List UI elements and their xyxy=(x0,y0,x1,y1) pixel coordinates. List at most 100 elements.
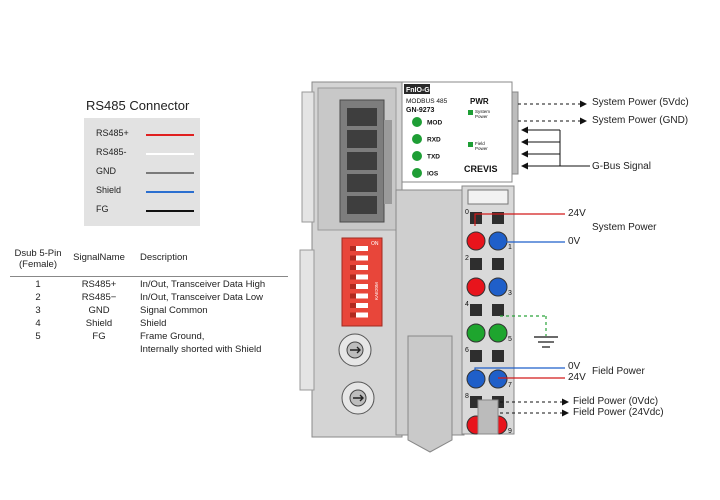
dip-slot[interactable] xyxy=(350,246,368,251)
field-power-led xyxy=(468,142,473,147)
signal-name: RS485+ xyxy=(81,279,117,290)
wire-row-rs485-: RS485+ xyxy=(96,128,196,146)
dip-slot[interactable] xyxy=(350,303,368,308)
dip-slot[interactable] xyxy=(350,312,368,318)
led-rxd-icon xyxy=(412,134,422,144)
ground-connection xyxy=(500,315,547,336)
terminal-wire-hole[interactable] xyxy=(466,231,486,251)
rotary-switch-2[interactable] xyxy=(341,381,375,415)
dip-slot[interactable] xyxy=(350,265,368,270)
wire-row-rs485-: RS485- xyxy=(96,147,196,165)
terminal-spring-slot[interactable] xyxy=(470,350,482,362)
pin-number: 4 xyxy=(35,318,41,329)
pin-number: 2 xyxy=(35,292,41,303)
release-lever[interactable] xyxy=(407,335,499,453)
led-mod-icon xyxy=(412,117,422,127)
label-0v-top: 0V xyxy=(568,236,581,247)
wire-row-gnd: GND xyxy=(96,166,196,184)
dip-maker-label: KAE20M xyxy=(374,282,379,300)
led-txd-icon xyxy=(412,151,422,161)
pin-table: Dsub 5-Pin (Female) SignalName Descripti… xyxy=(10,246,288,357)
terminal-wire-hole[interactable] xyxy=(488,277,508,297)
pin-table-header: Dsub 5-Pin (Female) SignalName Descripti… xyxy=(10,246,288,277)
wire-color-line xyxy=(146,134,194,136)
ground-icon xyxy=(534,336,558,348)
terminal-spring-slot[interactable] xyxy=(470,258,482,270)
maker-label: CREVIS xyxy=(464,164,498,174)
header-pin: Dsub 5-Pin (Female) xyxy=(14,248,62,270)
model-label: GN-9273 xyxy=(406,107,435,114)
label-24v-top: 24V xyxy=(568,208,586,219)
dip-on-label: ON xyxy=(371,241,379,247)
brand-logo: FnIO-G xyxy=(406,87,430,94)
label-system-power: System Power xyxy=(592,222,657,233)
terminal-spring-slot[interactable] xyxy=(492,350,504,362)
terminal-number: 0 xyxy=(465,209,469,216)
signal-description: In/Out, Transceiver Data High xyxy=(140,279,266,290)
terminal-wire-hole[interactable] xyxy=(488,323,508,343)
terminal-number: 7 xyxy=(508,382,512,389)
signal-description: Internally shorted with Shield xyxy=(140,344,262,355)
label-gbus-signal: G-Bus Signal xyxy=(592,161,651,172)
terminal-number: 1 xyxy=(508,244,512,251)
field-power-arrows xyxy=(500,398,569,417)
pin-number: 5 xyxy=(35,331,41,342)
signal-name: FG xyxy=(92,331,106,342)
led-label: TXD xyxy=(427,154,440,161)
pwr-title: PWR xyxy=(470,97,489,106)
dip-toggle xyxy=(350,312,356,318)
terminal-number: 9 xyxy=(508,428,512,435)
wire-row-fg: FG xyxy=(96,204,196,222)
wire-color-line xyxy=(146,210,194,212)
terminal-number: 3 xyxy=(508,290,512,297)
dip-toggle xyxy=(350,265,356,270)
dip-toggle xyxy=(350,293,356,299)
wire-label: FG xyxy=(96,204,109,214)
terminal-wire-hole[interactable] xyxy=(488,231,508,251)
terminal-spring-slot[interactable] xyxy=(470,212,482,224)
label-system-power-5v: System Power (5Vdc) xyxy=(592,97,689,108)
table-row: 4 Shield Shield xyxy=(10,318,288,331)
signal-name: GND xyxy=(88,305,110,316)
led-label: IOS xyxy=(427,171,439,178)
signal-description: Shield xyxy=(140,318,167,329)
terminal-wire-hole[interactable] xyxy=(466,277,486,297)
wire-color-line xyxy=(146,172,194,174)
terminal-number: 5 xyxy=(508,336,512,343)
rotary-switch-1[interactable] xyxy=(338,333,372,367)
terminal-spring-slot[interactable] xyxy=(470,304,482,316)
terminal-wire-hole[interactable] xyxy=(466,369,486,389)
led-label: RXD xyxy=(427,137,441,144)
terminal-wire-hole[interactable] xyxy=(488,369,508,389)
header-signal: SignalName xyxy=(73,252,125,263)
dip-slot[interactable] xyxy=(350,284,368,289)
dip-slot[interactable] xyxy=(350,274,368,280)
dip-toggle xyxy=(350,303,356,308)
field-power-wires xyxy=(474,367,565,379)
terminal-number: 2 xyxy=(465,255,469,262)
dip-slot[interactable] xyxy=(350,293,368,299)
terminal-spring-slot[interactable] xyxy=(492,258,504,270)
dip-toggle xyxy=(350,284,356,289)
dip-slot[interactable] xyxy=(350,255,368,261)
label-system-power-gnd: System Power (GND) xyxy=(592,115,689,126)
terminal-spring-slot[interactable] xyxy=(492,212,504,224)
terminal-spring-slot[interactable] xyxy=(492,304,504,316)
wire-color-line xyxy=(146,191,194,193)
led-label: MOD xyxy=(427,120,442,127)
signal-name: Shield xyxy=(85,318,113,329)
label-0v-bottom: 0V xyxy=(568,361,581,372)
dip-toggle xyxy=(350,255,356,261)
terminal-wire-hole[interactable] xyxy=(466,323,486,343)
label-24v-bottom: 24V xyxy=(568,372,586,383)
wire-label: RS485- xyxy=(96,147,127,157)
wire-label: Shield xyxy=(96,185,122,195)
rs485-plug xyxy=(339,99,392,223)
